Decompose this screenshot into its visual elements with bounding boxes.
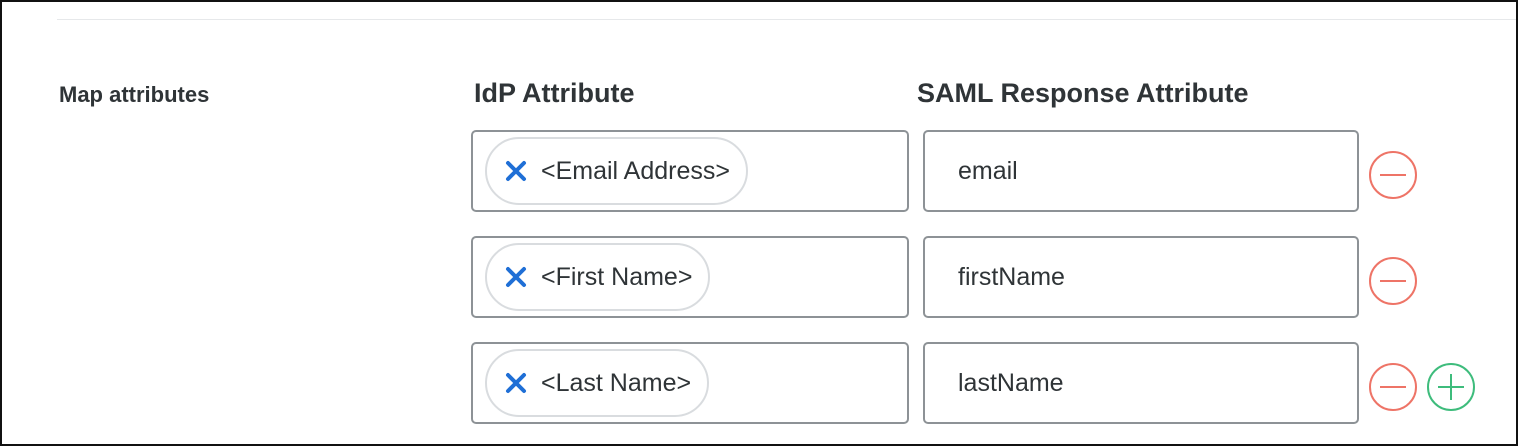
section-label: Map attributes — [59, 82, 210, 107]
idp-attribute-token-label: <Email Address> — [541, 156, 730, 185]
x-icon[interactable] — [505, 160, 527, 182]
idp-attribute-token-label: <First Name> — [541, 262, 693, 291]
add-row-button[interactable] — [1427, 363, 1475, 411]
minus-circle-icon — [1380, 280, 1406, 282]
idp-attribute-token: <Last Name> — [485, 349, 710, 417]
idp-attribute-select[interactable]: <First Name> — [471, 236, 909, 318]
remove-row-button[interactable] — [1369, 363, 1417, 411]
remove-row-button[interactable] — [1369, 151, 1417, 199]
saml-attribute-input[interactable] — [923, 130, 1359, 212]
idp-attribute-select[interactable]: <Last Name> — [471, 342, 909, 424]
idp-attribute-header: IdP Attribute — [474, 78, 635, 108]
saml-attribute-input[interactable] — [923, 236, 1359, 318]
x-icon[interactable] — [505, 372, 527, 394]
saml-attribute-header: SAML Response Attribute — [917, 78, 1249, 108]
x-icon[interactable] — [505, 266, 527, 288]
remove-row-button[interactable] — [1369, 257, 1417, 305]
saml-attribute-input[interactable] — [923, 342, 1359, 424]
minus-circle-icon — [1380, 174, 1406, 176]
idp-attribute-token: <First Name> — [485, 243, 711, 311]
mapping-row: <Email Address> — [2, 130, 1516, 212]
idp-attribute-select[interactable]: <Email Address> — [471, 130, 909, 212]
mapping-row: <First Name> — [2, 236, 1516, 318]
minus-circle-icon — [1380, 386, 1406, 388]
idp-attribute-token: <Email Address> — [485, 137, 748, 205]
idp-attribute-token-label: <Last Name> — [541, 368, 692, 397]
plus-circle-icon — [1438, 374, 1464, 400]
section-divider — [57, 19, 1516, 20]
mapping-row: <Last Name> — [2, 342, 1516, 424]
